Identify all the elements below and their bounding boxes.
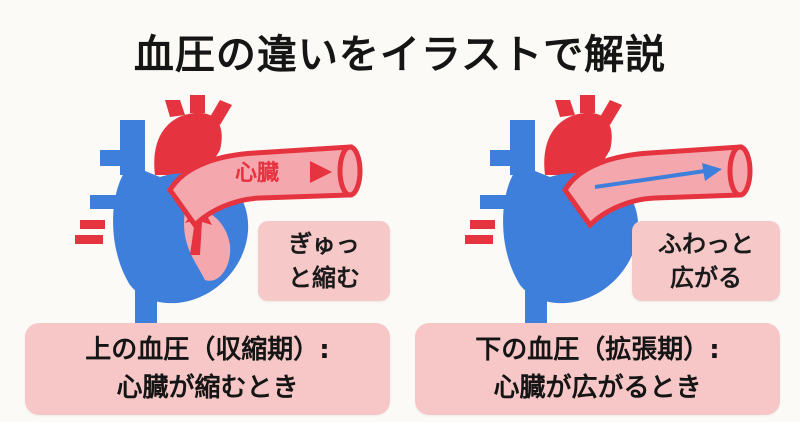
vessel-label: 心臓	[235, 161, 279, 186]
expand-bubble: ふわっと 広がる	[632, 221, 780, 301]
bubble-line2: と縮む	[288, 264, 360, 292]
bubble-line2: 広がる	[670, 264, 742, 292]
flow-arrow-icon	[594, 169, 706, 189]
diastolic-panel: ふわっと 広がる 下の血圧（拡張期）: 心臓が広がるとき	[410, 95, 790, 415]
caption-line1: 下の血圧（拡張期）:	[475, 335, 720, 365]
bubble-line1: ふわっと	[658, 230, 754, 258]
diastolic-caption: 下の血圧（拡張期）: 心臓が広がるとき	[415, 323, 780, 415]
systolic-caption: 上の血圧（収縮期）: 心臓が縮むとき	[25, 323, 390, 415]
caption-line2: 心臓が広がるとき	[493, 373, 702, 403]
bubble-line1: ぎゅっ	[288, 230, 360, 258]
heart-relaxing-illustration	[465, 95, 753, 325]
systolic-panel: 心臓 ぎゅっ と縮む 上の血圧（収縮期）: 心臓が縮むとき	[20, 95, 400, 415]
caption-line2: 心臓が縮むとき	[116, 373, 299, 403]
squeeze-bubble: ぎゅっ と縮む	[258, 221, 390, 301]
aorta-arch-icon	[154, 112, 222, 175]
heart-contracting-illustration: 心臓	[75, 95, 363, 325]
aorta-arch-icon	[544, 112, 612, 175]
page-title: 血圧の違いをイラストで解説	[133, 32, 667, 78]
caption-line1: 上の血圧（収縮期）:	[85, 335, 330, 365]
